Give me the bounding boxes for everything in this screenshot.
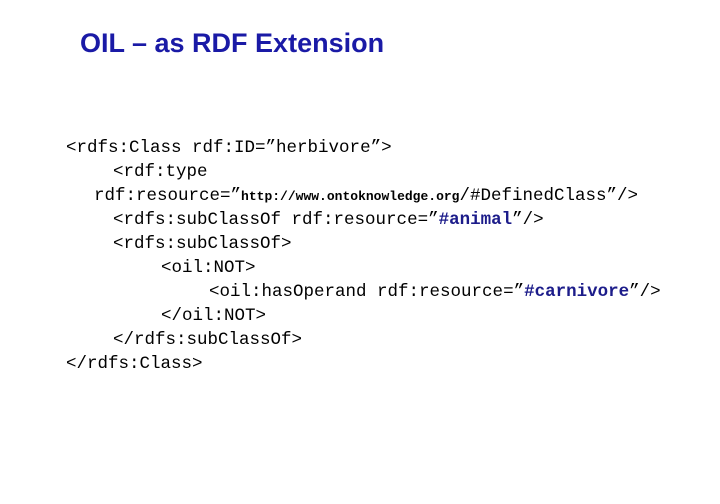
code-text: <rdfs:subClassOf rdf:resource=” [113, 210, 439, 230]
code-line-oil-not-open: <oil:NOT> [24, 232, 661, 278]
code-line-rdf-type: <rdf:type [24, 136, 661, 182]
code-text: ”/> [629, 282, 661, 302]
rdf-code-block: <rdfs:Class rdf:ID=”herbivore”> <rdf:typ… [24, 112, 661, 374]
code-text: <oil:hasOperand rdf:resource=” [209, 282, 525, 302]
code-text: </rdfs:Class> [66, 354, 203, 374]
ontoknowledge-url: http://www.ontoknowledge.org [241, 189, 460, 204]
code-text: <rdfs:Class rdf:ID=”herbivore”> [66, 138, 392, 158]
code-line-has-operand: <oil:hasOperand rdf:resource=”#carnivore… [24, 256, 661, 302]
code-line-oil-not-close: </oil:NOT> [24, 280, 661, 326]
code-text: </rdfs:subClassOf> [113, 330, 303, 350]
code-text: ”/> [512, 210, 544, 230]
code-line-class-open: <rdfs:Class rdf:ID=”herbivore”> [24, 112, 661, 158]
code-line-subclassof-close: </rdfs:subClassOf> [24, 304, 661, 350]
animal-value: #animal [438, 210, 513, 230]
code-line-subclassof-open: <rdfs:subClassOf> [24, 208, 661, 254]
code-line-rdf-resource: rdf:resource=”http://www.ontoknowledge.o… [24, 160, 661, 206]
code-text: rdf:resource=” [94, 186, 242, 206]
code-text: </oil:NOT> [161, 306, 267, 326]
code-text: /#DefinedClass”/> [459, 186, 639, 206]
code-text: <rdf:type [113, 162, 208, 182]
slide-title: OIL – as RDF Extension [80, 28, 385, 58]
code-text: <rdfs:subClassOf> [113, 234, 292, 254]
code-line-subclassof-animal: <rdfs:subClassOf rdf:resource=”#animal”/… [24, 184, 661, 230]
code-text: <oil:NOT> [161, 258, 256, 278]
code-line-class-close: </rdfs:Class> [24, 328, 661, 374]
carnivore-value: #carnivore [524, 282, 630, 302]
